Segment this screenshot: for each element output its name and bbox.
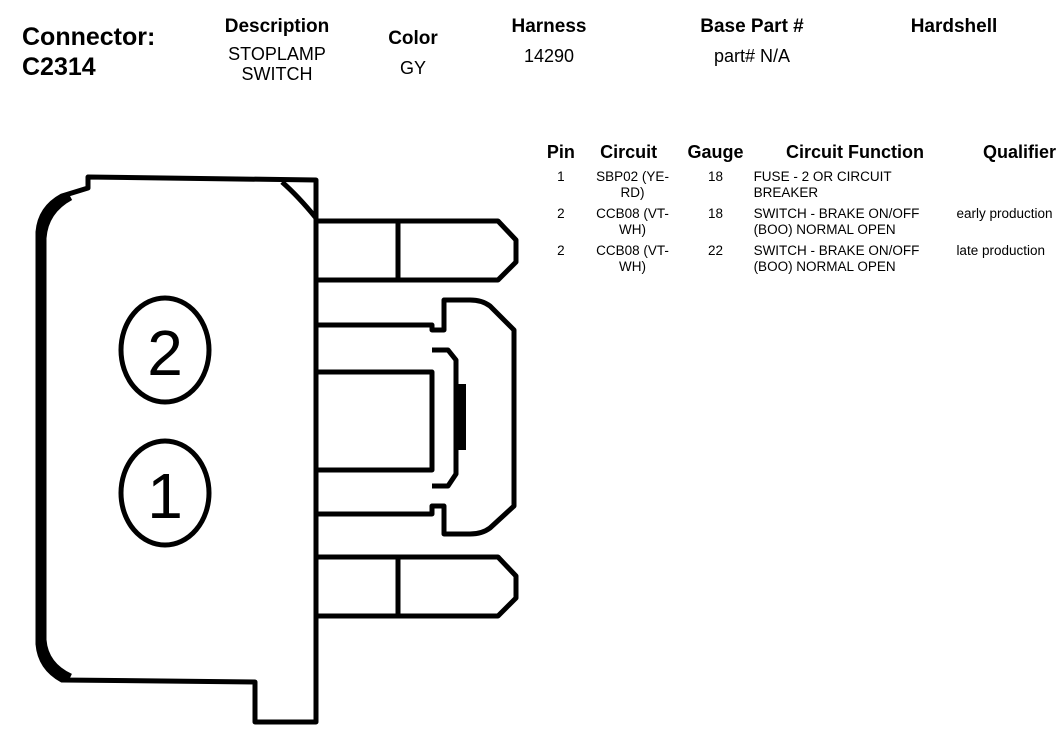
table-row: 2 CCB08 (VT-WH) 22 SWITCH - BRAKE ON/OFF… [538,243,1056,280]
row-qualifier: early production [956,206,1053,221]
row-pin: 2 [557,206,565,221]
description-column: Description STOPLAMP SWITCH [210,16,344,84]
row-pin: 1 [557,169,565,184]
base-part-column: Base Part # part# N/A [680,16,824,66]
row-function: SWITCH - BRAKE ON/OFF (BOO) NORMAL OPEN [753,206,920,237]
connector-id-block: Connector: C2314 [22,22,155,82]
hardshell-title: Hardshell [910,16,998,37]
base-part-value: part# N/A [713,46,791,66]
harness-column: Harness 14290 [490,16,608,66]
row-gauge: 22 [708,243,724,258]
row-function: SWITCH - BRAKE ON/OFF (BOO) NORMAL OPEN [753,243,920,274]
header-gauge: Gauge [687,142,744,162]
base-part-title: Base Part # [700,16,804,37]
pin-table-header-row: Pin Circuit Gauge Circuit Function Quali… [538,142,1056,169]
row-circuit: SBP02 (YE-RD) [596,169,669,200]
description-value-line2: SWITCH [241,64,313,84]
row-function: FUSE - 2 OR CIRCUIT BREAKER [753,169,892,200]
pin-table: Pin Circuit Gauge Circuit Function Quali… [538,142,1056,280]
header-circuit: Circuit [600,142,658,162]
color-column: Color GY [372,28,454,78]
header-pin: Pin [546,142,575,162]
row-pin: 2 [557,243,565,258]
harness-value: 14290 [523,46,575,66]
housing-left-edge [37,192,73,683]
table-row: 2 CCB08 (VT-WH) 18 SWITCH - BRAKE ON/OFF… [538,206,1056,243]
table-row: 1 SBP02 (YE-RD) 18 FUSE - 2 OR CIRCUIT B… [538,169,1056,206]
housing-bevel [280,180,318,220]
row-circuit: CCB08 (VT-WH) [596,243,669,274]
row-gauge: 18 [708,169,724,184]
connector-label: Connector: [22,23,156,51]
color-value: GY [399,58,426,78]
description-title: Description [224,16,330,37]
lower-terminal [313,554,519,619]
description-value-line1: STOPLAMP [228,44,326,64]
row-qualifier [956,169,1056,206]
row-circuit: CCB08 (VT-WH) [596,206,669,237]
hardshell-column: Hardshell [894,16,1014,38]
row-qualifier: late production [956,243,1045,258]
connector-id: C2314 [22,53,96,81]
pin-1-label: 1 [147,460,183,532]
row-gauge: 18 [708,206,724,221]
pin-2-label: 2 [147,317,183,389]
latch-nub [456,384,466,450]
pin-1-circle [118,438,212,548]
header-circuit-function: Circuit Function [786,142,924,162]
header-qualifier: Qualifier [982,142,1056,162]
color-title: Color [388,28,438,49]
latch-outer [313,285,517,537]
harness-title: Harness [511,16,587,37]
upper-terminal [313,218,519,283]
pin-2-circle [118,295,212,405]
